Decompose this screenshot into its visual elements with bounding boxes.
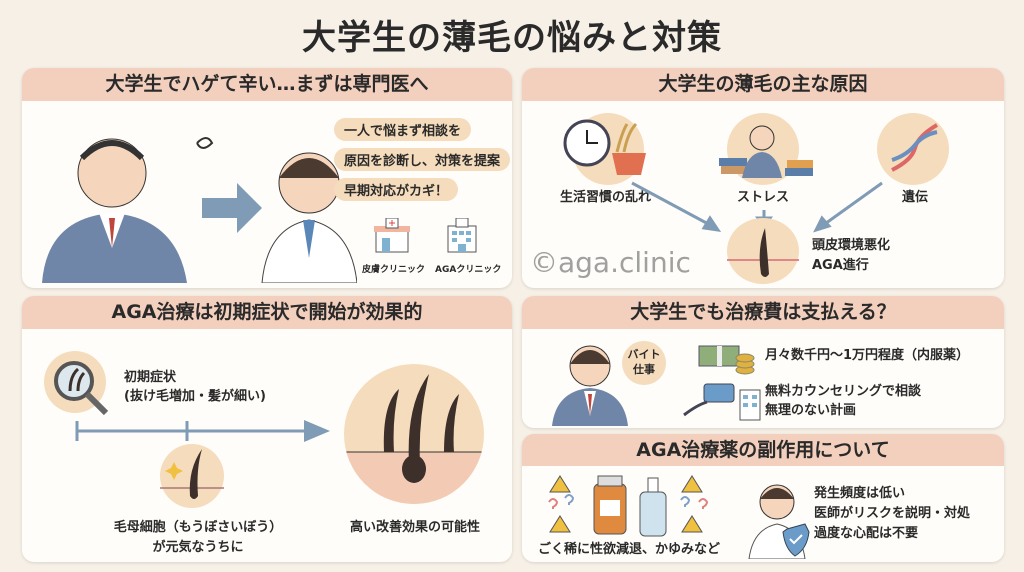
- cause-label: 遺伝: [902, 190, 929, 205]
- arrow-right-icon: [202, 183, 262, 233]
- speech-bubble: 原因を診断し、対策を提案: [334, 148, 511, 171]
- early-symptom-label: 初期症状: [124, 370, 177, 385]
- panel-early-treatment: AGA治療は初期症状で開始が効果的 初期症状 (抜け毛増加・髪が細い) 毛母細胞…: [22, 296, 512, 562]
- note-text: 医師がリスクを説明・対処: [814, 506, 971, 521]
- panel-consult-specialist: 大学生でハゲて辛い…まずは専門医へ 一人で悩まず相談を 原因を診断し、対策を提案…: [22, 68, 512, 288]
- worried-student-icon: [42, 137, 214, 283]
- panel-side-effects: AGA治療薬の副作用について ごく稀に性欲減退、かゆみなど 発生頻度は低い 医師…: [522, 434, 1004, 562]
- doctor-icon: [261, 152, 357, 283]
- clinic-label: AGAクリニック: [435, 265, 502, 275]
- healthy-hair-icon: [344, 374, 484, 504]
- card-hospital-icon: [683, 383, 761, 421]
- panel-header: 大学生の薄毛の主な原因: [522, 68, 1004, 101]
- dermatology-clinic-icon: [374, 218, 410, 253]
- doctor-shield-icon: [748, 484, 810, 559]
- bubble-line: バイト: [627, 348, 661, 361]
- bubble-text: バイト仕事: [622, 347, 666, 377]
- speech-bubble: 一人で悩まず相談を: [334, 118, 472, 141]
- speech-bubble: 早期対応がカギ！: [334, 178, 459, 201]
- hair-follicle-icon: [727, 228, 799, 277]
- money-icon: [698, 345, 755, 375]
- bubble-line: 仕事: [633, 363, 655, 376]
- watermark: ©aga.clinic: [530, 246, 691, 279]
- timeline-arrow: [75, 420, 330, 442]
- note-text: 発生頻度は低い: [814, 486, 906, 501]
- student-icon: [552, 345, 628, 426]
- stressed-student-books-icon: [719, 125, 813, 178]
- side-effects-text: ごく稀に性欲減退、かゆみなど: [538, 542, 721, 557]
- page-title: 大学生の薄毛の悩みと対策: [302, 18, 722, 58]
- plan-text: 無理のない計画: [765, 403, 857, 418]
- cause-label: 生活習慣の乱れ: [560, 190, 652, 205]
- part-time-job-bubble: [622, 341, 666, 385]
- panel-treatment-cost: 大学生でも治療費は支払える？ バイト仕事 月々数千円〜1万円程度（内服薬） 無料…: [522, 296, 1004, 428]
- hair-sprout-icon: [160, 449, 224, 499]
- warning-icon: [549, 475, 703, 533]
- worried-student-to-doctor-illustration: [42, 137, 357, 283]
- result-label: AGA進行: [812, 258, 869, 273]
- clock-noodles-icon: [563, 119, 646, 175]
- early-symptom-detail: (抜け毛増加・髪が細い): [124, 389, 266, 404]
- hair-matrix-cell-label: が元気なうちに: [152, 540, 244, 555]
- panel-header: AGA治療薬の副作用について: [522, 434, 1004, 466]
- magnifying-glass-icon: [54, 361, 109, 416]
- panel-main-causes: 大学生の薄毛の主な原因 生活習慣の乱れ ストレス 遺伝 頭皮環境悪化 AGA進行: [522, 68, 1004, 288]
- panel-header: 大学生でも治療費は支払える？: [522, 296, 1004, 329]
- effect-label: 高い改善効果の可能性: [349, 520, 480, 535]
- clinic-label: 皮膚クリニック: [362, 265, 426, 275]
- panel-header: AGA治療は初期症状で開始が効果的: [22, 296, 512, 329]
- panel-header: 大学生でハゲて辛い…まずは専門医へ: [22, 68, 512, 101]
- result-label: 頭皮環境悪化: [812, 238, 891, 253]
- question-mark-icons: [548, 494, 709, 509]
- cause-label: ストレス: [737, 190, 790, 205]
- note-text: 過度な心配は不要: [814, 526, 919, 541]
- counseling-text: 無料カウンセリングで相談: [765, 384, 922, 399]
- monthly-cost-text: 月々数千円〜1万円程度（内服薬）: [765, 348, 970, 363]
- healthy-hair-circle: [344, 364, 484, 504]
- lotion-bottle-icon: [639, 491, 667, 537]
- aga-clinic-icon: [447, 218, 477, 253]
- medicine-warning-icons: [548, 475, 709, 537]
- dna-icon: [891, 123, 939, 172]
- hair-matrix-cell-label: 毛母細胞（もうぼさいぼう）: [113, 520, 283, 535]
